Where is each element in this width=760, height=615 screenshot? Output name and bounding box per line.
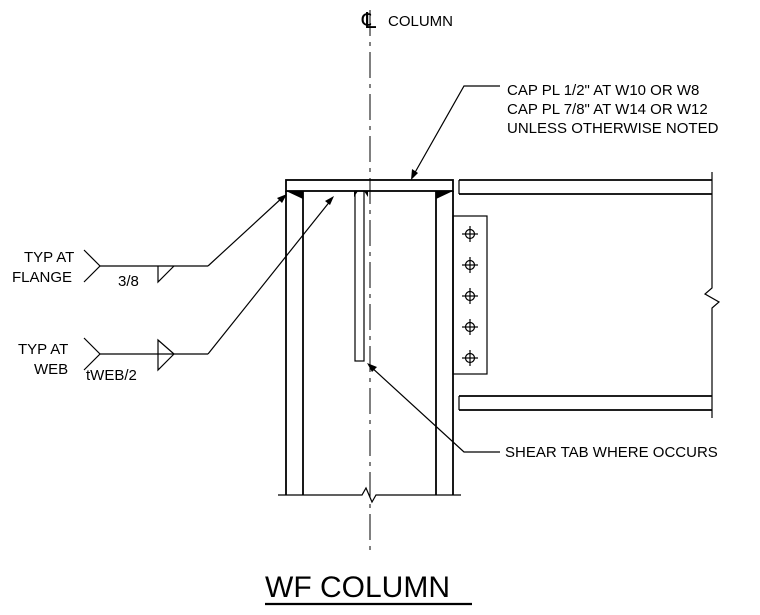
shear-tab-leader xyxy=(369,365,500,453)
web-weld-arrow xyxy=(325,196,334,205)
web-weld-tail xyxy=(83,337,101,371)
bolt xyxy=(462,226,478,242)
web-fillet-symbol-arrow-side xyxy=(157,353,175,372)
bolt xyxy=(462,319,478,335)
bolt xyxy=(462,257,478,273)
flange-weld-tail xyxy=(83,249,101,283)
cap-plate-note-line-2: CAP PL 7/8" AT W14 OR W12 xyxy=(507,101,708,118)
flange-weld-arrow-line xyxy=(207,196,284,267)
shear-tab xyxy=(354,190,365,362)
web-weld-arrow-line xyxy=(207,199,332,355)
drawing-title: WF COLUMN xyxy=(265,571,450,604)
web-weld-size: tWEB/2 xyxy=(86,367,137,384)
web-weld-label-line-2: WEB xyxy=(34,361,68,378)
shear-tab-leader-arrow xyxy=(367,363,377,372)
centerline-symbol: ℄ xyxy=(361,8,377,33)
centerline-label: COLUMN xyxy=(388,13,453,30)
bolt xyxy=(462,350,478,366)
flange-weld-left xyxy=(286,191,303,199)
cap-plate-leader-arrow xyxy=(411,169,418,180)
flange-weld-label-line-2: FLANGE xyxy=(12,269,72,286)
flange-weld-callout: TYP AT FLANGE 3/8 xyxy=(12,194,287,290)
web-weld-label-line-1: TYP AT xyxy=(18,341,68,358)
column-right-flange xyxy=(435,191,454,495)
shear-tab-note: SHEAR TAB WHERE OCCURS xyxy=(505,444,718,461)
cap-plate-leader xyxy=(412,85,500,177)
beam xyxy=(458,179,712,411)
web-weld-callout: TYP AT WEB tWEB/2 xyxy=(18,196,334,384)
beam-connection-plate xyxy=(452,215,488,375)
flange-weld-arrow xyxy=(277,194,287,203)
cap-plate-note-line-3: UNLESS OTHERWISE NOTED xyxy=(507,120,719,137)
web-fillet-symbol-other-side xyxy=(157,338,175,355)
cap-plate-note-line-1: CAP PL 1/2" AT W10 OR W8 xyxy=(507,82,699,99)
column-break-line xyxy=(278,486,461,504)
flange-fillet-symbol xyxy=(157,265,175,284)
bolt-row xyxy=(462,226,478,366)
bolt xyxy=(462,288,478,304)
column-left-flange xyxy=(285,191,304,495)
flange-weld-label-line-1: TYP AT xyxy=(24,249,74,266)
flange-weld-right xyxy=(436,191,453,199)
web-weld-right xyxy=(364,191,368,197)
beam-break-line xyxy=(703,172,721,418)
flange-weld-size: 3/8 xyxy=(118,273,139,290)
cap-plate-note: CAP PL 1/2" AT W10 OR W8 CAP PL 7/8" AT … xyxy=(507,82,719,137)
cap-plate xyxy=(285,179,454,192)
